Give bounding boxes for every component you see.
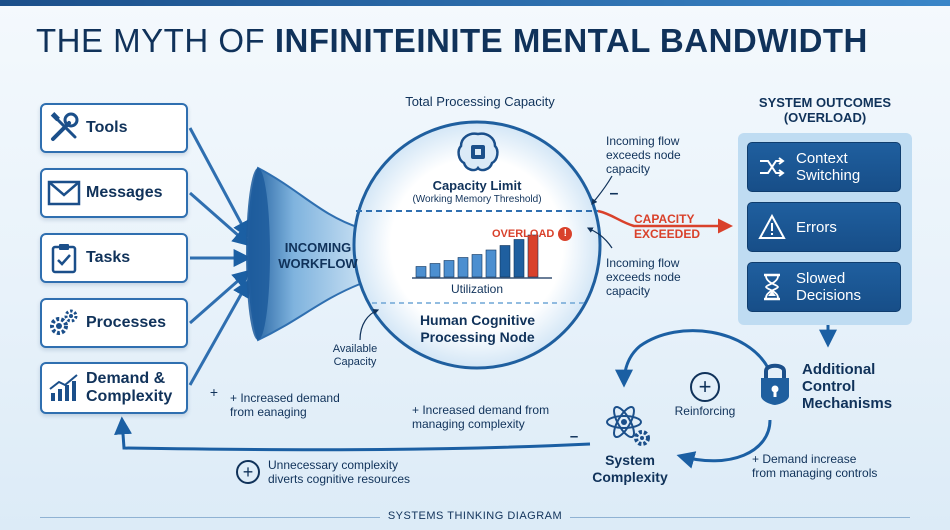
outcome-label: Errors — [796, 218, 837, 236]
utilization-bars — [415, 234, 539, 278]
atom-gear-icon — [604, 402, 652, 453]
overload-badge: OVERLOAD ! — [492, 227, 573, 241]
input-demand-complexity: Demand & Complexity — [40, 362, 188, 414]
utilization-bar — [485, 249, 497, 278]
plus-left: + — [209, 384, 219, 400]
unnecessary-symbol: + — [236, 460, 260, 484]
system-complexity-label: System Complexity — [592, 452, 668, 485]
arrow-demand — [188, 278, 250, 386]
input-tools: Tools — [40, 103, 188, 153]
input-arrows — [188, 127, 252, 386]
outcome-context-switching: Context Switching — [747, 142, 901, 192]
flow-note-1-leader — [591, 175, 613, 205]
loop-arrow-top — [615, 329, 770, 388]
demand-controls-note: + Demand increase from managing controls — [752, 452, 878, 480]
warning-icon — [748, 214, 796, 240]
hourglass-icon — [748, 273, 796, 301]
controls-label: Additional Control Mechanisms — [802, 361, 893, 412]
minus-mid: – — [569, 428, 579, 445]
lock-icon — [758, 360, 792, 411]
utilization-bar — [527, 234, 539, 278]
input-label: Demand & Complexity — [86, 370, 173, 405]
demand-left-note: + Increased demand from eanaging — [230, 391, 340, 419]
utilization-bar — [471, 254, 483, 278]
gears-icon — [42, 307, 86, 339]
minus-sign: – — [609, 185, 619, 202]
input-processes: Processes — [40, 298, 188, 348]
funnel-label: INCOMING WORKFLOW — [278, 240, 358, 271]
growth-chart-icon — [42, 373, 86, 403]
input-label: Tasks — [86, 249, 131, 266]
input-tasks: Tasks — [40, 233, 188, 283]
capacity-limit-label: Capacity Limit — [432, 178, 522, 193]
demand-mid-note: + Increased demand from managing complex… — [412, 403, 550, 431]
input-label: Messages — [86, 184, 163, 201]
footer-rule-left — [40, 517, 380, 518]
input-label: Processes — [86, 314, 167, 331]
outcome-label: Context Switching — [796, 150, 861, 184]
envelope-icon — [42, 180, 86, 206]
unnecessary-note: Unnecessary complexity diverts cognitive… — [268, 458, 411, 486]
reinforcing-symbol: + — [690, 372, 720, 402]
available-leader — [359, 309, 380, 341]
utilization-bar — [443, 260, 455, 278]
arrow-messages — [189, 191, 251, 247]
utilization-bar — [499, 245, 511, 278]
arrow-tools — [188, 127, 250, 240]
exclamation-icon: ! — [558, 227, 573, 241]
footer-label: SYSTEMS THINKING DIAGRAM — [387, 510, 563, 522]
processing-node-circle — [352, 120, 602, 370]
available-capacity-label: Available Capacity — [332, 343, 378, 368]
capacity-exceeded-label: CAPACITY EXCEEDED — [634, 212, 701, 241]
page-title-bold: INFINITEINITE MENTAL BANDWIDTH — [274, 22, 868, 59]
threshold-label: (Working Memory Threshold) — [412, 194, 542, 205]
utilization-bar — [513, 239, 525, 278]
utilization-bar — [429, 263, 441, 278]
outcomes-header: SYSTEM OUTCOMES (OVERLOAD) — [758, 95, 892, 125]
reinforcing-label: Reinforcing — [674, 404, 736, 418]
top-accent-bar — [0, 0, 950, 6]
page-title: THE MYTH OF INFINITEINITE MENTAL BANDWID… — [36, 22, 868, 60]
footer-rule-right — [570, 517, 910, 518]
brain-chip-icon — [455, 130, 501, 179]
overload-label: OVERLOAD — [492, 228, 555, 240]
node-top-label: Total Processing Capacity — [405, 94, 555, 109]
context-switch-icon — [748, 155, 796, 179]
input-messages: Messages — [40, 168, 188, 218]
funnel-mouth — [246, 168, 270, 340]
utilization-bar — [457, 257, 469, 278]
outcome-slowed-decisions: Slowed Decisions — [747, 262, 901, 312]
page-title-light: THE MYTH OF — [36, 22, 275, 59]
outcome-label: Slowed Decisions — [796, 270, 862, 304]
clipboard-check-icon — [42, 242, 86, 274]
flow-note-2: Incoming flow exceeds node capacity — [606, 256, 681, 298]
node-name: Human Cognitive Processing Node — [419, 312, 536, 345]
outcome-errors: Errors — [747, 202, 901, 252]
input-label: Tools — [86, 119, 128, 136]
utilization-bar — [415, 266, 427, 278]
flow-note-2-leader — [586, 227, 613, 249]
flow-note-1: Incoming flow exceeds node capacity — [606, 134, 681, 176]
tools-icon — [42, 111, 86, 145]
utilization-label: Utilization — [450, 282, 504, 296]
arrow-complexity-to-inputs — [114, 416, 591, 452]
loop-arrow-bottom — [676, 419, 772, 469]
overload-arrow — [597, 209, 733, 234]
